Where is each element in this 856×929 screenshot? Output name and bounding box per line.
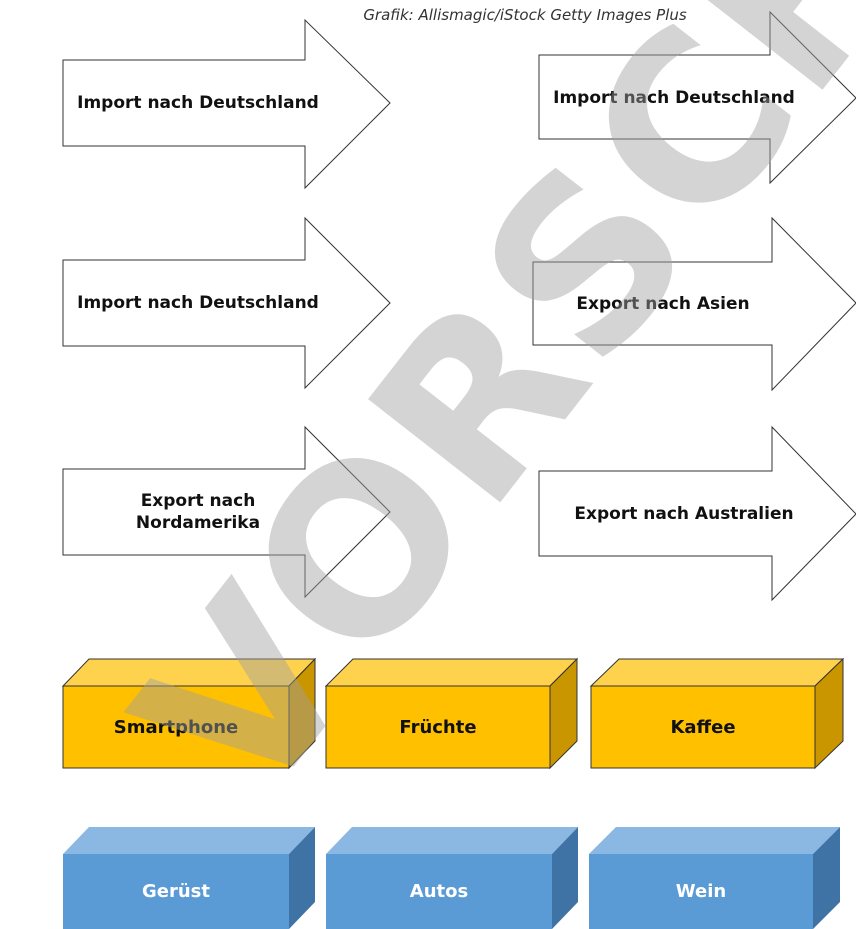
blue-box-geruest [63,827,315,929]
arrow-shape [538,425,856,602]
arrow-shape [62,18,391,190]
arrow-label: Import nach Deutschland [77,93,319,113]
box-label: Smartphone [113,716,239,738]
arrow-label: Export nach Asien [576,293,750,314]
blue-box-autos [326,827,578,929]
box-label: Kaffee [670,716,736,738]
box-label: Wein [675,881,727,902]
arrow-label: Import nach Deutschland [553,88,795,108]
yellow-box-fruechte [324,657,579,770]
arrow-shape [62,425,391,599]
arrow-shape [62,216,391,390]
yellow-box-kaffee [589,657,845,770]
arrow-label: Export nach Nordamerika [135,491,261,533]
box-label: Gerüst [142,881,210,902]
box-label: Autos [409,881,469,902]
blue-box-wein [589,827,840,929]
arrow-shape [532,216,856,392]
arrow-label: Import nach Deutschland [77,293,319,313]
yellow-box-smartphone [61,657,317,770]
arrow-shape [538,10,856,185]
box-label: Früchte [399,716,477,738]
image-credit: Grafik: Allismagic/iStock Getty Images P… [363,6,687,24]
arrow-label: Export nach Australien [574,503,794,524]
